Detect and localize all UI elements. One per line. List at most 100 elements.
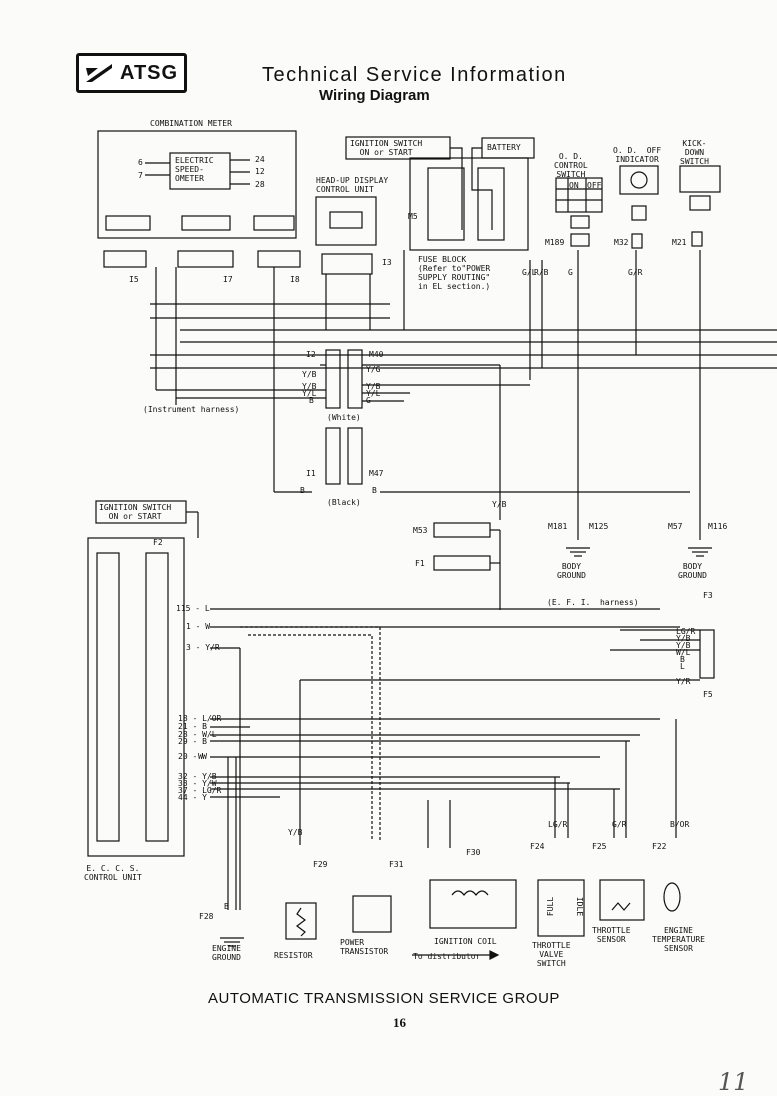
wire-color-14: B — [372, 486, 377, 495]
wire-color-17: Y/B — [288, 828, 303, 837]
connector-m32: M32 — [614, 238, 629, 247]
wire-color-13: G/R — [628, 268, 643, 277]
connector-f30: F30 — [466, 848, 481, 857]
wire-color-19: B/OR — [670, 820, 690, 829]
wire-color-2: Y/B — [302, 382, 317, 391]
speedometer-box — [169, 152, 231, 190]
connector-f25: F25 — [592, 842, 607, 851]
eccs-pin-1: 1 - W — [186, 622, 211, 631]
body-ground-2-label: BODY GROUND — [678, 562, 707, 580]
meter-pin-12: 12 — [255, 167, 265, 176]
meter-pin-28: 28 — [255, 180, 265, 189]
wire-color-10: G/L — [522, 268, 537, 277]
resistor-box — [285, 902, 317, 940]
engine-ground-label: ENGINE GROUND — [212, 944, 241, 962]
footer-org: AUTOMATIC TRANSMISSION SERVICE GROUP — [208, 990, 560, 1007]
fuse-block-label: FUSE BLOCK (Refer to"POWER SUPPLY ROUTIN… — [418, 255, 491, 291]
connector-m57: M57 — [668, 522, 683, 531]
wire-color-5: B — [300, 486, 305, 495]
connector-m189: M189 — [545, 238, 565, 247]
f5-wire-2: Y/B — [676, 634, 691, 643]
eccs-box — [87, 537, 185, 857]
wire-color-6: Y/G — [366, 365, 381, 374]
meter-pin-6: 6 — [138, 158, 143, 167]
combination-meter-box — [97, 130, 297, 239]
connector-f31: F31 — [389, 860, 404, 869]
resistor-label: RESISTOR — [274, 951, 313, 960]
connector-m21: M21 — [672, 238, 687, 247]
hud-label: HEAD-UP DISPLAY CONTROL UNIT — [316, 176, 389, 194]
throttle-sensor-label: THROTTLE SENSOR — [592, 926, 631, 944]
od-indicator-label: O. D. OFF INDICATOR — [613, 146, 662, 164]
connector-f28: F28 — [199, 912, 214, 921]
engine-temp-sensor-label: ENGINE TEMPERATURE SENSOR — [652, 926, 705, 953]
connector-f22: F22 — [652, 842, 667, 851]
meter-pin-7: 7 — [138, 171, 143, 180]
wire-color-15: Y/B — [492, 500, 507, 509]
body-ground-1-label: BODY GROUND — [557, 562, 586, 580]
eccs-pin-3: 3 - Y/R — [186, 643, 220, 652]
eccs-pin-32: 32 - Y/B — [178, 772, 217, 781]
eccs-pin-21: 21 - B — [178, 722, 207, 731]
wire-color-21: B — [224, 902, 229, 911]
ignition-coil-box — [429, 879, 517, 929]
connector-i2: I2 — [306, 350, 316, 359]
wire-color-18: G/R — [612, 820, 627, 829]
meter-pin-24: 24 — [255, 155, 265, 164]
od-on-label: ON — [569, 181, 579, 190]
throttle-valve-switch-label: THROTTLE VALVE SWITCH — [532, 941, 571, 968]
connector-i5: I5 — [129, 275, 139, 284]
power-transistor-box — [352, 895, 392, 933]
battery-label: BATTERY — [487, 143, 521, 152]
power-transistor-label: POWER TRANSISTOR — [340, 938, 389, 956]
f5-wire-5: B — [680, 655, 685, 664]
combination-meter-label: COMBINATION METER — [150, 119, 232, 128]
efi-harness-label: (E. F. I. harness) — [547, 598, 639, 607]
wire-color-1: Y/B — [302, 370, 317, 379]
f5-wire-3: Y/B — [676, 641, 691, 650]
atsg-logo-mark-icon — [86, 64, 112, 82]
wire-color-4: B — [309, 396, 314, 405]
page-subtitle: Wiring Diagram — [319, 87, 430, 104]
eccs-pin-28: 28 - W/L — [178, 730, 217, 739]
od-control-switch-label: O. D. CONTROL SWITCH — [554, 152, 588, 179]
eccs-pin-37: 37 - LG/R — [178, 786, 222, 795]
to-distributor-label: To distributor — [413, 952, 481, 961]
connector-m125: M125 — [589, 522, 609, 531]
eccs-pin-20: 20 - W — [178, 752, 207, 761]
connector-m5: M5 — [408, 212, 418, 221]
wire-color-9: Y/L — [366, 389, 381, 398]
black-label: (Black) — [327, 498, 361, 507]
connector-f2: F2 — [153, 538, 163, 547]
wire-color-16: LG/R — [548, 820, 568, 829]
eccs-pin-29: 29 - B — [178, 737, 207, 746]
page-number: 16 — [393, 1015, 406, 1030]
f5-wire-6: L — [680, 662, 685, 671]
f5-wire-1: LG/R — [676, 627, 696, 636]
speedometer-label: ELECTRIC SPEED- OMETER — [175, 156, 214, 183]
wire-color-7: Y/B — [366, 382, 381, 391]
ignition-switch-top-label: IGNITION SWITCH ON or START — [350, 139, 423, 157]
f5-wire-4: W/L — [676, 648, 691, 657]
ignition-coil-label: IGNITION COIL — [434, 937, 497, 946]
full-label: FULL — [546, 896, 556, 917]
connector-m181: M181 — [548, 522, 568, 531]
page-title: Technical Service Information — [262, 64, 567, 86]
wire-color-12: G — [568, 268, 573, 277]
eccs-pin-44: 44 - Y — [178, 793, 207, 802]
connector-m40: M40 — [369, 350, 384, 359]
connector-m116: M116 — [708, 522, 728, 531]
connector-f3: F3 — [703, 591, 713, 600]
eccs-pin-115: 115 - L — [176, 604, 210, 613]
wire-color-11: R/B — [534, 268, 549, 277]
logo-text: ATSG — [120, 61, 179, 84]
idle-label: IDLE — [575, 896, 585, 917]
eccs-label: E. C. C. S. CONTROL UNIT — [84, 864, 142, 882]
white-label: (White) — [327, 413, 361, 422]
connector-i1: I1 — [306, 469, 316, 478]
handwritten-number: 11 — [718, 1068, 749, 1096]
connector-f5: F5 — [703, 690, 713, 699]
connector-f1: F1 — [415, 559, 425, 568]
f5-wire-7: Y/R — [676, 677, 691, 686]
